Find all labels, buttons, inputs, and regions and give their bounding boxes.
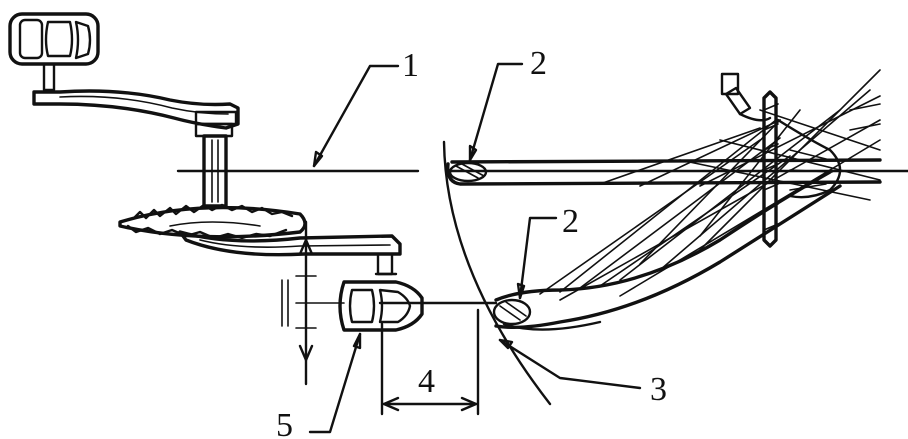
ref-label-2-top: 2 [530, 45, 547, 82]
toe-overlap-dimension [380, 308, 480, 416]
upper-crank-arm [32, 89, 240, 130]
leader-3 [498, 338, 642, 390]
leader-5 [308, 332, 362, 434]
lower-crank-arm [178, 230, 402, 276]
pedal-height-dimension [281, 220, 345, 386]
leader-2-lower [516, 216, 558, 300]
leader-2-top [468, 62, 524, 162]
lower-pedal [338, 272, 424, 332]
ref-label-4: 4 [418, 363, 435, 400]
leader-1 [312, 64, 400, 168]
front-tire-arc [442, 140, 552, 406]
ref-label-1: 1 [402, 47, 419, 84]
crank-spindle [194, 122, 234, 208]
ref-label-3: 3 [650, 371, 667, 408]
wheel-hub [720, 72, 881, 248]
ref-label-5: 5 [276, 407, 293, 439]
upper-pedal [8, 12, 100, 92]
chainring [118, 203, 307, 240]
ref-label-2-lower: 2 [562, 203, 579, 240]
lower-fork-blade [492, 170, 842, 331]
wheel-spokes [539, 69, 881, 301]
